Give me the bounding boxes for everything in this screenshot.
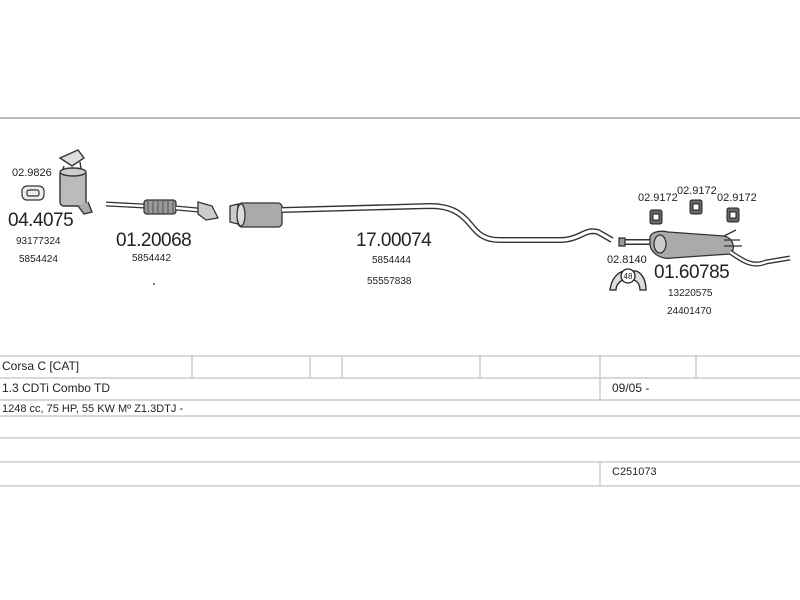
center-pipe-drawing [229,202,614,243]
vehicle-engine: 1.3 CDTi Combo TD [2,381,111,395]
vehicle-model: Corsa C [CAT] [2,359,80,373]
vehicle-date: 09/05 - [612,381,650,395]
dot-mark [153,283,155,285]
part-04-4075-ref-1: 93177324 [16,236,61,247]
spec-table-lines [0,355,800,487]
part-17-00074-ref-1: 5854444 [372,255,411,266]
part-17-00074-ref-2: 55557838 [367,276,412,287]
part-01-60785-ref-2: 24401470 [667,306,712,317]
part-01-60785-number: 01.60785 [654,262,730,283]
accessory-hanger-3-label: 02.9172 [717,192,757,204]
part-01-60785-ref-1: 13220575 [668,288,713,299]
accessory-clamp-label: 02.8140 [607,254,647,266]
part-04-4075-number: 04.4075 [8,210,74,231]
part-01-20068-ref-1: 5854442 [132,253,171,264]
catalytic-converter-drawing [58,149,93,215]
clamp-badge: 48 [624,272,633,281]
hanger-2-drawing [689,199,703,215]
hanger-1-drawing [649,209,663,225]
clamp-02-8140-drawing [609,268,647,291]
vehicle-spec: 1248 cc, 75 HP, 55 KW Mº Z1.3DTJ - [2,403,184,415]
accessory-hanger-2-label: 02.9172 [677,185,717,197]
gasket-02-9826-drawing [21,185,45,201]
vehicle-code: C251073 [612,466,657,478]
rear-muffler-drawing [618,229,791,267]
accessory-hanger-1-label: 02.9172 [638,192,678,204]
part-04-4075-ref-2: 5854424 [19,254,58,265]
hanger-3-drawing [726,207,740,223]
part-17-00074-number: 17.00074 [356,230,432,251]
part-01-20068-number: 01.20068 [116,230,192,251]
front-pipe-drawing [105,199,219,221]
accessory-02-9826-label: 02.9826 [12,167,52,179]
